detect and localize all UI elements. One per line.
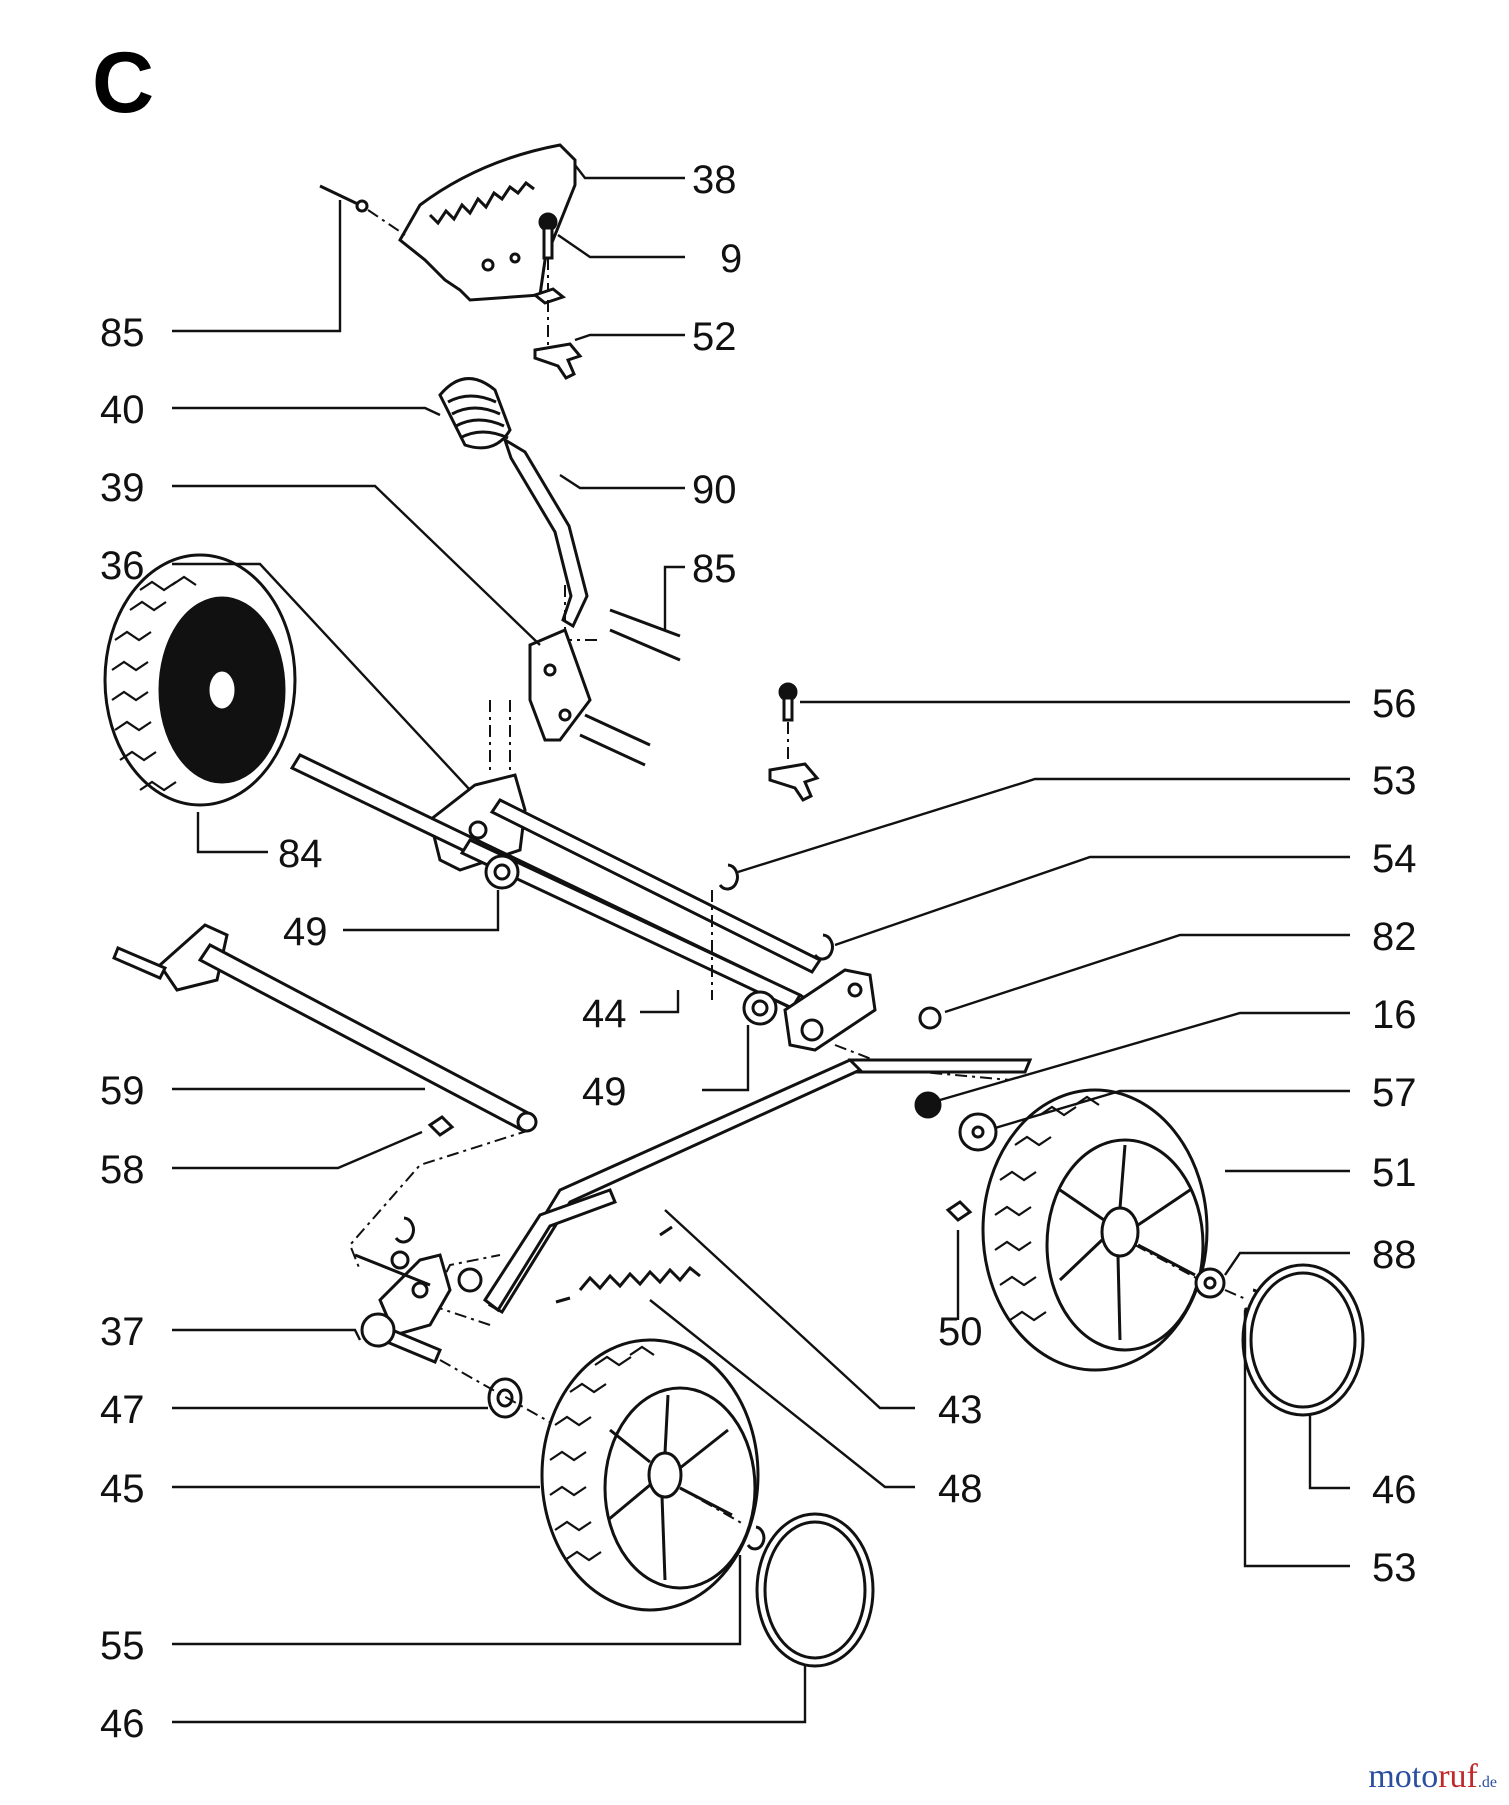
bracket-icon	[783, 968, 877, 1052]
callout-82: 82	[1372, 915, 1417, 959]
callout-46-right: 46	[1372, 1468, 1417, 1512]
wheel-icon	[981, 1088, 1209, 1372]
callout-44: 44	[582, 992, 627, 1036]
callout-38: 38	[692, 158, 737, 202]
link-rod-icon	[847, 1058, 1033, 1074]
callout-84: 84	[278, 832, 323, 876]
watermark-part2: ruf	[1438, 1758, 1478, 1795]
hubcap-icon	[1241, 1263, 1365, 1417]
grip-icon	[438, 377, 512, 450]
callout-43: 43	[938, 1388, 983, 1432]
bushing-icon	[487, 1377, 523, 1419]
clip-icon	[533, 342, 583, 380]
watermark-part1: moto	[1368, 1758, 1439, 1795]
callout-39: 39	[100, 466, 145, 510]
callout-59: 59	[100, 1069, 145, 1113]
callout-55: 55	[100, 1624, 145, 1668]
callout-49-upper: 49	[283, 910, 328, 954]
bolt-clip-icon	[768, 682, 820, 802]
watermark-logo: motoruf.de	[1368, 1758, 1497, 1796]
hubcap-icon	[755, 1512, 875, 1668]
watermark-suffix: .de	[1477, 1774, 1497, 1791]
wheel-icon	[540, 1338, 760, 1612]
pin-pair-icon	[579, 608, 681, 767]
callout-47: 47	[100, 1388, 145, 1432]
callout-48: 48	[938, 1467, 983, 1511]
lever-icon	[502, 436, 589, 629]
pin-icon	[319, 184, 369, 213]
callout-85-top: 85	[100, 311, 145, 355]
front-axle-icon	[112, 923, 538, 1133]
callout-53-lower: 53	[1372, 1546, 1417, 1590]
callout-9: 9	[720, 237, 742, 281]
callout-58: 58	[100, 1148, 145, 1192]
section-letter: C	[92, 35, 154, 131]
callout-53-upper: 53	[1372, 759, 1417, 803]
height-rod-icon	[482, 1058, 863, 1315]
callout-49-lower: 49	[582, 1070, 627, 1114]
callout-54: 54	[1372, 837, 1417, 881]
leader-lines	[172, 164, 1350, 1724]
key-icon	[427, 1115, 455, 1137]
callout-40: 40	[100, 388, 145, 432]
height-quadrant-icon	[398, 143, 577, 302]
callout-36: 36	[100, 544, 145, 588]
callout-50: 50	[938, 1310, 983, 1354]
callout-57: 57	[1372, 1071, 1417, 1115]
ring-clip-icon	[746, 1525, 766, 1551]
callout-85-middle: 85	[692, 547, 737, 591]
axle-icon	[289, 753, 823, 1020]
callout-labels: 85 38 9 52 40 90 39 85 36 56 53 84 54 49…	[100, 158, 1417, 1746]
ring-clip-icon	[718, 863, 998, 1222]
bushing-icon	[484, 854, 778, 1026]
callout-16: 16	[1372, 993, 1417, 1037]
callout-52: 52	[692, 315, 737, 359]
callout-45: 45	[100, 1467, 145, 1511]
callout-90: 90	[692, 468, 737, 512]
wheel-icon	[103, 553, 297, 807]
callout-88: 88	[1372, 1233, 1417, 1277]
bracket-plate-icon	[528, 627, 592, 742]
callout-46-bottom: 46	[100, 1702, 145, 1746]
front-bracket-icon	[354, 1250, 452, 1364]
spring-icon	[555, 1225, 701, 1304]
callout-37: 37	[100, 1310, 145, 1354]
callout-56: 56	[1372, 682, 1417, 726]
ring-clip-icon	[394, 1216, 483, 1293]
callout-51: 51	[1372, 1151, 1417, 1195]
